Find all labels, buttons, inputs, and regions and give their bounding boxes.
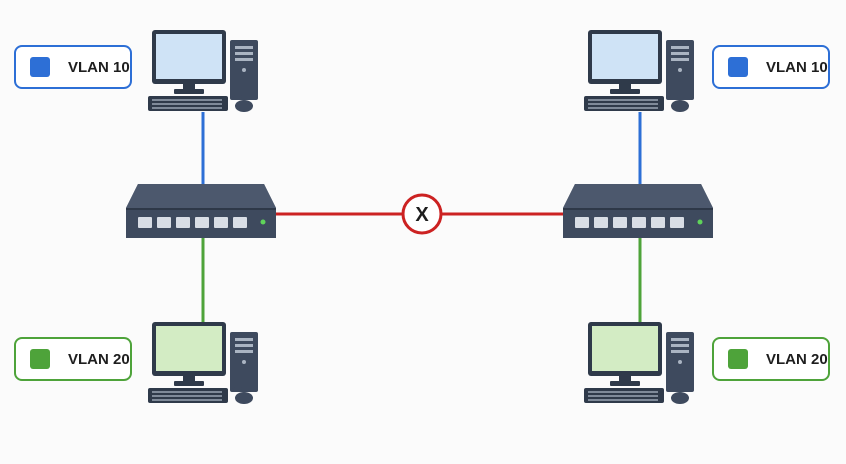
legend-label: VLAN 10 [68,58,130,76]
computer-top-left-icon [147,29,259,113]
legend-vlan10-top-right: VLAN 10 [712,45,830,89]
vlan10-swatch [30,57,50,77]
computer-top-right-icon [583,29,695,113]
vlan20-swatch [30,349,50,369]
computer-bottom-right-icon [584,322,694,404]
legend-label: VLAN 20 [766,350,828,368]
blocked-link-icon: X [401,193,443,235]
legend-label: VLAN 10 [766,58,828,76]
legend-vlan20-bottom-right: VLAN 20 [712,337,830,381]
legend-vlan20-bottom-left: VLAN 20 [14,337,132,381]
blocked-link-symbol: X [415,204,429,226]
computer-bottom-left-icon [148,322,258,404]
legend-label: VLAN 20 [68,350,130,368]
legend-vlan10-top-left: VLAN 10 [14,45,132,89]
vlan10-swatch [728,57,748,77]
network-switch-left-icon [126,184,276,238]
network-switch-right-icon [563,184,713,238]
vlan20-swatch [728,349,748,369]
